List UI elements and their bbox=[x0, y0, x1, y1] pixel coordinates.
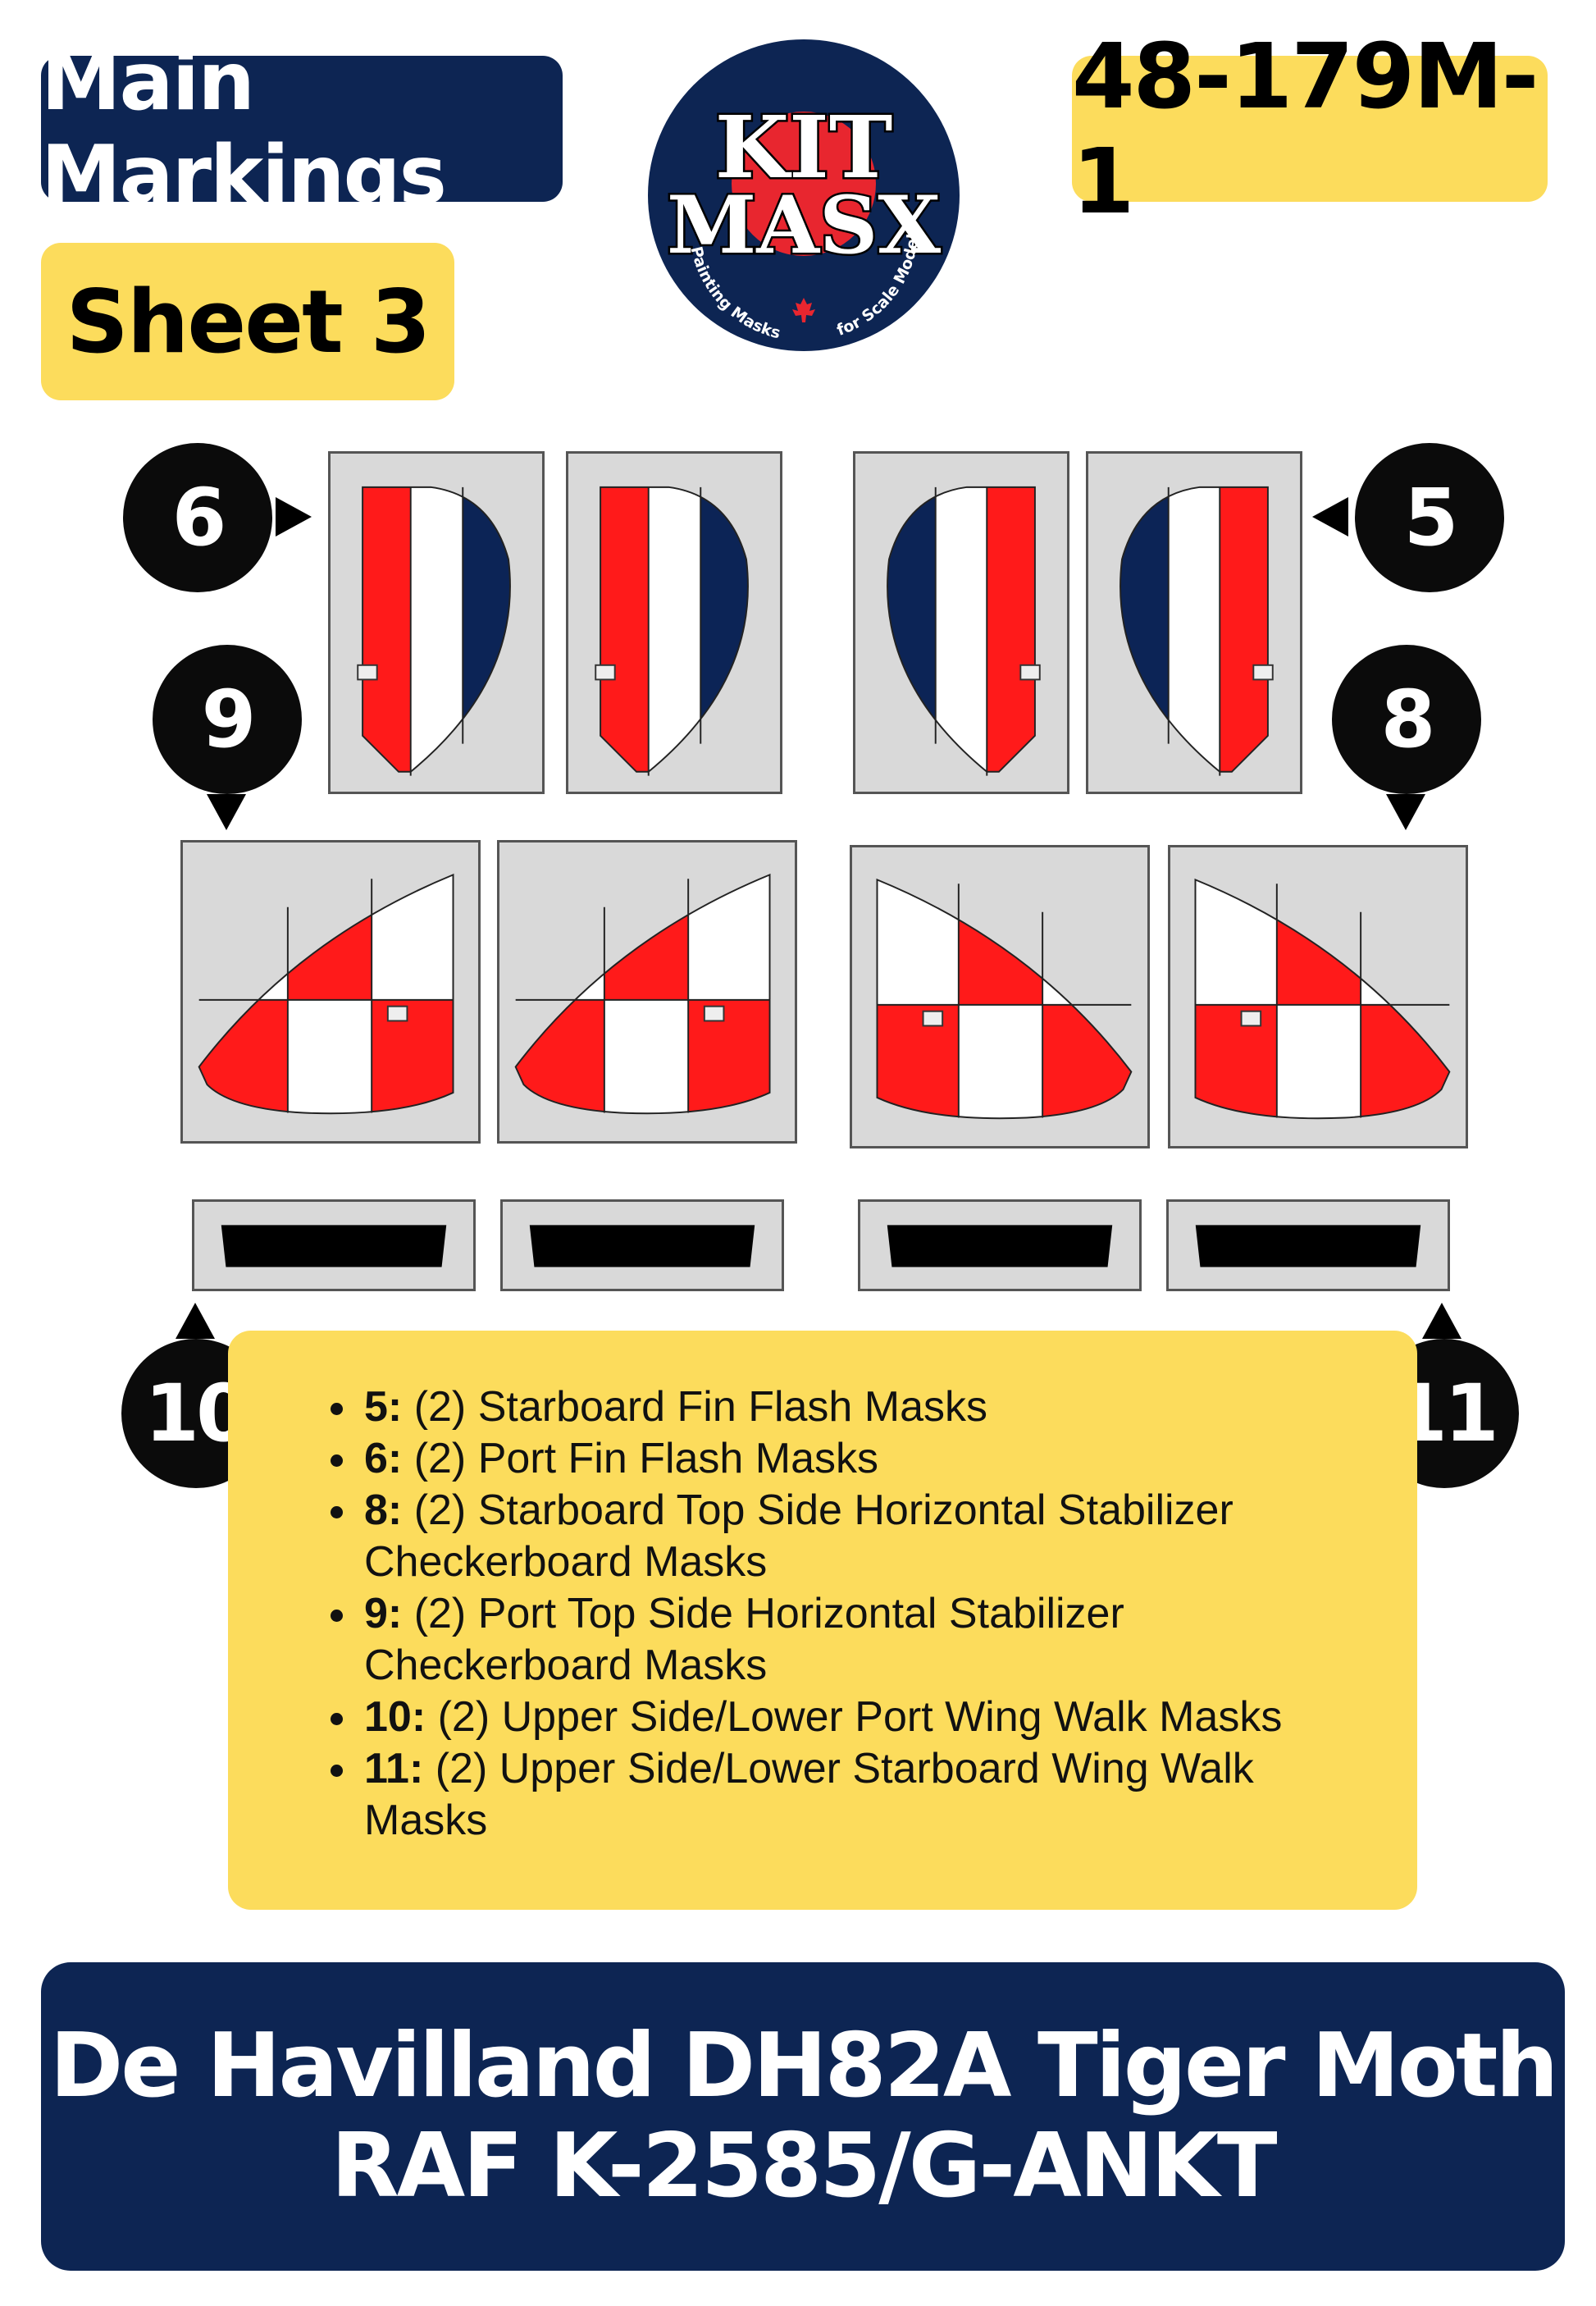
legend-item-number: 9: bbox=[364, 1590, 403, 1637]
mask-sheet-9a bbox=[180, 840, 481, 1144]
registration-tab bbox=[922, 1010, 944, 1027]
legend-panel: 5: (2) Starboard Fin Flash Masks 6: (2) … bbox=[228, 1331, 1417, 1910]
registration-tab bbox=[703, 1005, 725, 1022]
registration-tab bbox=[1019, 664, 1041, 681]
legend-item-6: 6: (2) Port Fin Flash Masks bbox=[361, 1433, 1368, 1485]
mask-sheet-11a bbox=[858, 1199, 1142, 1291]
mask-sheet-8b bbox=[1168, 845, 1468, 1148]
logo-line-masx: MASX bbox=[667, 179, 942, 272]
callout-arrow-11 bbox=[1422, 1303, 1461, 1339]
legend-item-5: 5: (2) Starboard Fin Flash Masks bbox=[361, 1381, 1368, 1433]
callout-arrow-5 bbox=[1312, 497, 1348, 537]
mask-sheet-6b bbox=[566, 451, 782, 794]
registration-tab bbox=[386, 1005, 408, 1022]
mask-sheet-9b bbox=[497, 840, 797, 1144]
legend-item-11: 11: (2) Upper Side/Lower Starboard Wing … bbox=[361, 1743, 1368, 1847]
legend-item-number: 6: bbox=[364, 1435, 403, 1482]
legend-item-text: (2) Starboard Fin Flash Masks bbox=[402, 1383, 988, 1431]
callout-arrow-8 bbox=[1386, 794, 1425, 830]
sheet-number-label: Sheet 3 bbox=[41, 243, 454, 400]
wing-walk-strip bbox=[529, 1225, 755, 1267]
mask-sheet-6a bbox=[328, 451, 545, 794]
legend-item-text: (2) Starboard Top Side Horizontal Stabil… bbox=[364, 1486, 1233, 1586]
legend-item-8: 8: (2) Starboard Top Side Horizontal Sta… bbox=[361, 1485, 1368, 1588]
legend-item-10: 10: (2) Upper Side/Lower Port Wing Walk … bbox=[361, 1692, 1368, 1743]
aircraft-title-banner: De Havilland DH82A Tiger Moth RAF K-2585… bbox=[41, 1962, 1565, 2271]
legend-item-9: 9: (2) Port Top Side Horizontal Stabiliz… bbox=[361, 1588, 1368, 1692]
mask-sheet-11b bbox=[1166, 1199, 1450, 1291]
wing-walk-strip bbox=[887, 1225, 1113, 1267]
legend-item-text: (2) Port Top Side Horizontal Stabilizer … bbox=[364, 1590, 1124, 1689]
callout-arrow-9 bbox=[207, 794, 246, 830]
mask-sheet-5b bbox=[1086, 451, 1302, 794]
callout-badge-8: 8 bbox=[1332, 645, 1481, 794]
logo-roundel bbox=[732, 112, 876, 256]
wing-walk-strip bbox=[1195, 1225, 1421, 1267]
mask-sheet-10b bbox=[500, 1199, 784, 1291]
legend-item-text: (2) Port Fin Flash Masks bbox=[402, 1435, 879, 1482]
legend-item-text: (2) Upper Side/Lower Starboard Wing Walk… bbox=[364, 1745, 1254, 1844]
mask-sheet-5a bbox=[853, 451, 1069, 794]
legend-item-number: 10: bbox=[364, 1693, 426, 1741]
main-markings-label: Main Markings bbox=[41, 35, 563, 222]
legend-item-number: 11: bbox=[364, 1745, 424, 1792]
product-code-label: 48-179M-1 bbox=[1072, 24, 1548, 234]
aircraft-model: De Havilland DH82A Tiger Moth bbox=[49, 2015, 1559, 2117]
callout-badge-5: 5 bbox=[1355, 443, 1504, 592]
legend-item-number: 8: bbox=[364, 1486, 403, 1534]
registration-tab bbox=[1240, 1010, 1262, 1027]
callout-badge-6: 6 bbox=[123, 443, 272, 592]
maple-leaf-icon bbox=[792, 298, 815, 322]
legend-list: 5: (2) Starboard Fin Flash Masks 6: (2) … bbox=[303, 1381, 1368, 1847]
legend-item-number: 5: bbox=[364, 1383, 403, 1431]
registration-tab bbox=[357, 664, 378, 681]
registration-tab bbox=[1252, 664, 1274, 681]
callout-arrow-10 bbox=[176, 1303, 215, 1339]
aircraft-registration: RAF K-2585/G-ANKT bbox=[331, 2115, 1277, 2217]
legend-item-text: (2) Upper Side/Lower Port Wing Walk Mask… bbox=[426, 1693, 1283, 1741]
mask-sheet-10a bbox=[192, 1199, 476, 1291]
logo-line-kit: KIT bbox=[715, 97, 892, 198]
callout-badge-9: 9 bbox=[153, 645, 302, 794]
mask-sheet-8a bbox=[850, 845, 1150, 1148]
wing-walk-strip bbox=[221, 1225, 447, 1267]
callout-arrow-6 bbox=[276, 497, 312, 537]
kit-masx-logo: KIT MASX Painting Masks for Scale Models bbox=[648, 39, 960, 351]
registration-tab bbox=[595, 664, 616, 681]
